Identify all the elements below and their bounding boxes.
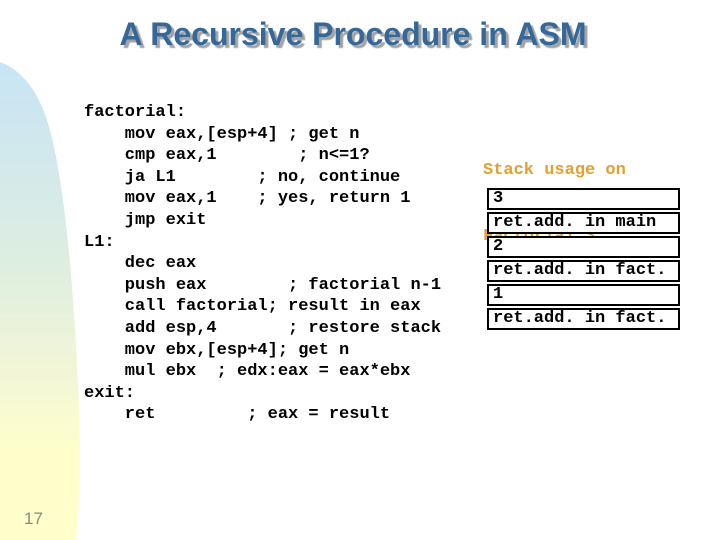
stack-row: 3 — [487, 188, 680, 210]
code-line: mov eax,[esp+4] ; get n — [84, 124, 360, 144]
code-block: factorial: mov eax,[esp+4] ; get n cmp e… — [84, 102, 441, 426]
code-line: factorial: — [84, 103, 187, 122]
code-line: exit: — [84, 383, 136, 403]
code-line: dec eax — [84, 254, 197, 274]
page-number: 17 — [24, 509, 43, 528]
code-line: ret ; eax = result — [84, 405, 391, 425]
code-line: cmp eax,1 ; n<=1? — [84, 146, 370, 166]
page-title: A Recursive Procedure in ASM — [119, 16, 587, 52]
code-line: mov ebx,[esp+4]; get n — [84, 340, 350, 360]
stack-row: ret.add. in main — [487, 212, 680, 234]
code-line: L1: — [84, 232, 115, 252]
code-line: mul ebx ; edx:eax = eax*ebx — [84, 362, 411, 382]
decorative-swoosh-graphic — [0, 62, 80, 540]
code-line: jmp exit — [84, 210, 207, 230]
stack-row: ret.add. in fact. — [487, 260, 680, 282]
code-line: add esp,4 ; restore stack — [84, 318, 442, 338]
stack-usage-label-line1: Stack usage on — [483, 161, 626, 180]
code-line: mov eax,1 ; yes, return 1 — [84, 189, 411, 209]
stack-table: 3 ret.add. in main 2 ret.add. in fact. 1… — [487, 188, 680, 330]
code-line: call factorial; result in eax — [84, 297, 421, 317]
stack-row: ret.add. in fact. — [487, 308, 680, 330]
stack-row: 1 — [487, 284, 680, 306]
code-line: ja L1 ; no, continue — [84, 167, 401, 187]
code-line: push eax ; factorial n-1 — [84, 275, 442, 295]
stack-row: 2 — [487, 236, 680, 258]
